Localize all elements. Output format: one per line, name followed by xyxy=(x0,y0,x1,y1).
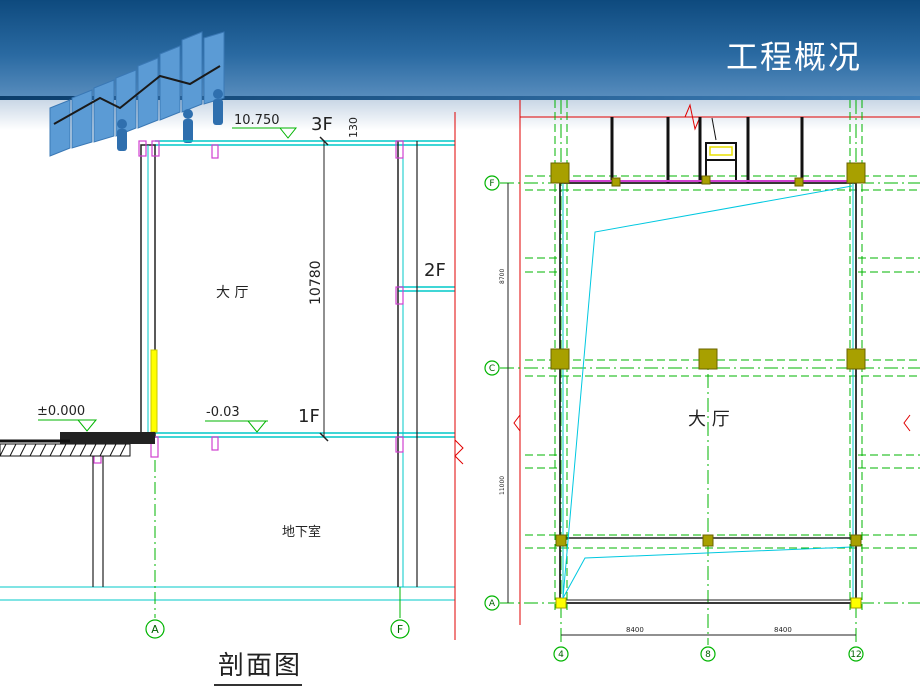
plan-dim-left-1: 8700 xyxy=(499,269,506,284)
section-axis-f: F xyxy=(397,623,403,636)
plan-dim-bottom-1: 8400 xyxy=(626,626,644,634)
plan-hall-label: 大 厅 xyxy=(688,409,730,430)
header-divider xyxy=(0,96,920,100)
plan-dim-bottom-2: 8400 xyxy=(774,626,792,634)
plan-axis-f: F xyxy=(489,179,494,189)
section-labels: 10.750 3F 130 2F -0.03 1F ±0.000 10780 大… xyxy=(37,113,446,540)
bar-chart-logo-icon xyxy=(49,31,225,157)
caption-underline xyxy=(214,684,302,686)
page-title: 工程概况 xyxy=(725,38,862,76)
basement-label: 地下室 xyxy=(282,524,321,540)
section-view xyxy=(0,112,464,640)
roof-elevation-label: 10.750 xyxy=(234,113,280,128)
section-caption: 剖面图 xyxy=(218,651,303,681)
section-axis-a: A xyxy=(151,623,159,636)
plan-dim-left-2: 11000 xyxy=(499,476,506,495)
plan-axis-a: A xyxy=(489,599,496,609)
ground-elevation-label: ±0.000 xyxy=(37,404,85,419)
floor1-label: 1F xyxy=(298,406,320,427)
plan-axis-12: 12 xyxy=(850,650,861,660)
slab-thickness-label: 130 xyxy=(347,117,360,138)
plan-axis-8: 8 xyxy=(705,650,711,660)
plan-axis-c: C xyxy=(489,364,495,374)
section-axis-bubbles xyxy=(145,619,410,639)
floor1-elevation-label: -0.03 xyxy=(206,405,240,420)
plan-axis-4: 4 xyxy=(558,650,564,660)
roof-floor-label: 3F xyxy=(311,114,333,135)
plan-axis-bubbles xyxy=(484,175,864,662)
hall-label: 大 厅 xyxy=(216,285,248,301)
height-dimension-label: 10780 xyxy=(308,260,324,305)
plan-view xyxy=(500,100,920,645)
plan-labels: 大 厅 8400 8400 8700 11000 xyxy=(499,269,792,634)
floor2-label: 2F xyxy=(424,260,446,281)
